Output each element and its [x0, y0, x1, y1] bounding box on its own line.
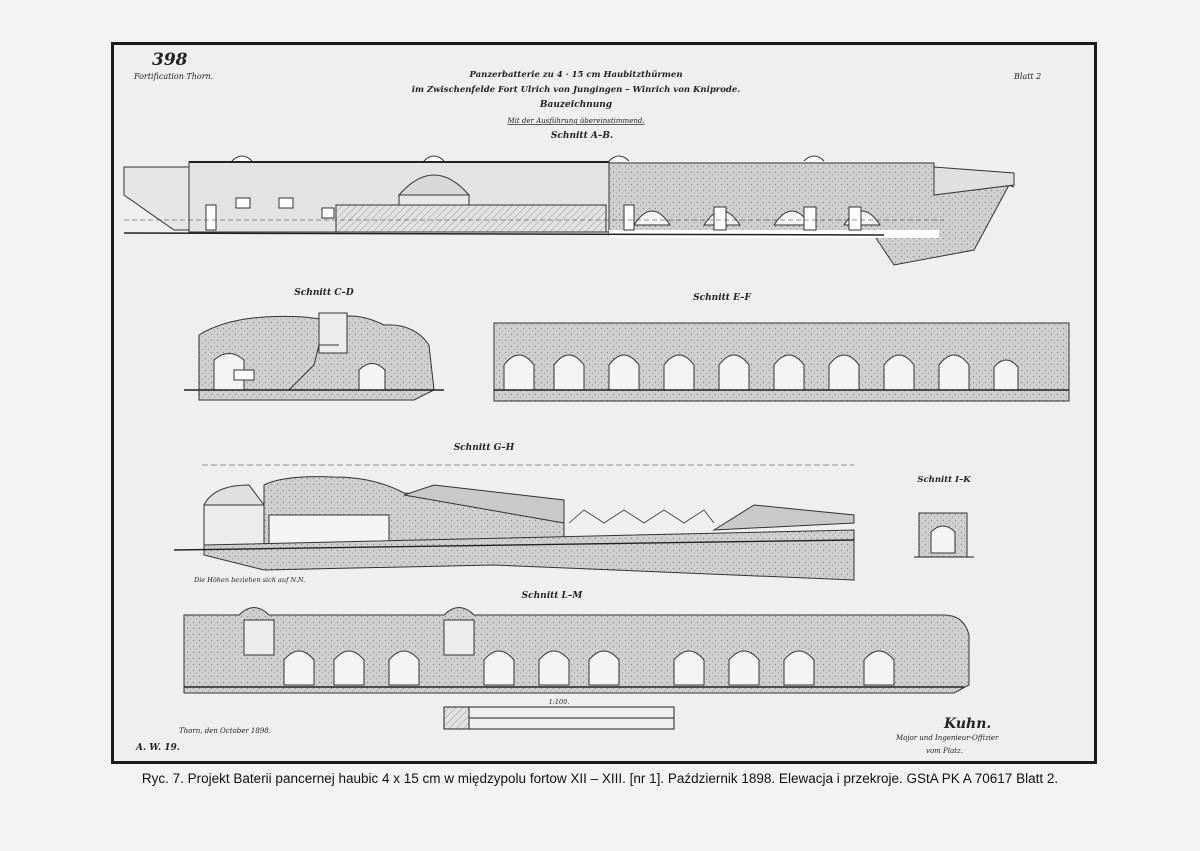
- section-ik-label: Schnitt I–K: [917, 475, 971, 485]
- drawing-title-line-1: Panzerbatterie zu 4 · 15 cm Haubitzthürm…: [468, 69, 682, 80]
- section-gh: Schnitt G–H Die Höhen beziehen sich auf …: [173, 443, 855, 584]
- sheet-label: Blatt 2: [1013, 72, 1041, 81]
- approval-note: Mit der Ausführung übereinstimmend.: [506, 117, 644, 125]
- section-ab-elevation: Schnitt A–B.: [123, 131, 1015, 266]
- registry-mark: A. W. 19.: [135, 743, 180, 753]
- section-ik: Schnitt I–K: [914, 475, 974, 558]
- archival-drawing-plate: 398 Fortification Thorn. Blatt 2 Panzerb…: [111, 42, 1097, 764]
- section-ef-label: Schnitt E–F: [693, 293, 751, 303]
- archive-number: 398: [152, 50, 188, 70]
- drawing-title-line-3: Bauzeichnung: [539, 100, 612, 110]
- drawing-title-line-2: im Zwischenfelde Fort Ulrich von Junging…: [412, 85, 741, 95]
- signer-line-2: vom Platz.: [926, 747, 963, 755]
- signer-line-1: Major und Ingenieur-Offizier: [895, 734, 999, 742]
- section-ef: Schnitt E–F: [493, 293, 1070, 402]
- section-ab-label: Schnitt A–B.: [551, 131, 613, 141]
- place-date: Thorn, den October 1898.: [179, 727, 271, 735]
- scale-bar: 1:100.: [443, 698, 675, 730]
- signature: Kuhn.: [943, 716, 991, 732]
- section-lm-label: Schnitt L–M: [522, 591, 584, 601]
- section-gh-note: Die Höhen beziehen sich auf N.N.: [193, 576, 305, 584]
- section-cd-label: Schnitt C–D: [294, 288, 354, 298]
- section-gh-label: Schnitt G–H: [454, 443, 515, 453]
- scale-label: 1:100.: [549, 698, 570, 706]
- figure-caption: Ryc. 7. Projekt Baterii pancernej haubic…: [141, 771, 1059, 786]
- section-cd: Schnitt C–D: [184, 288, 444, 401]
- section-lm: Schnitt L–M: [183, 591, 970, 694]
- technical-drawing: 398 Fortification Thorn. Blatt 2 Panzerb…: [123, 50, 1070, 755]
- office-label: Fortification Thorn.: [133, 72, 213, 81]
